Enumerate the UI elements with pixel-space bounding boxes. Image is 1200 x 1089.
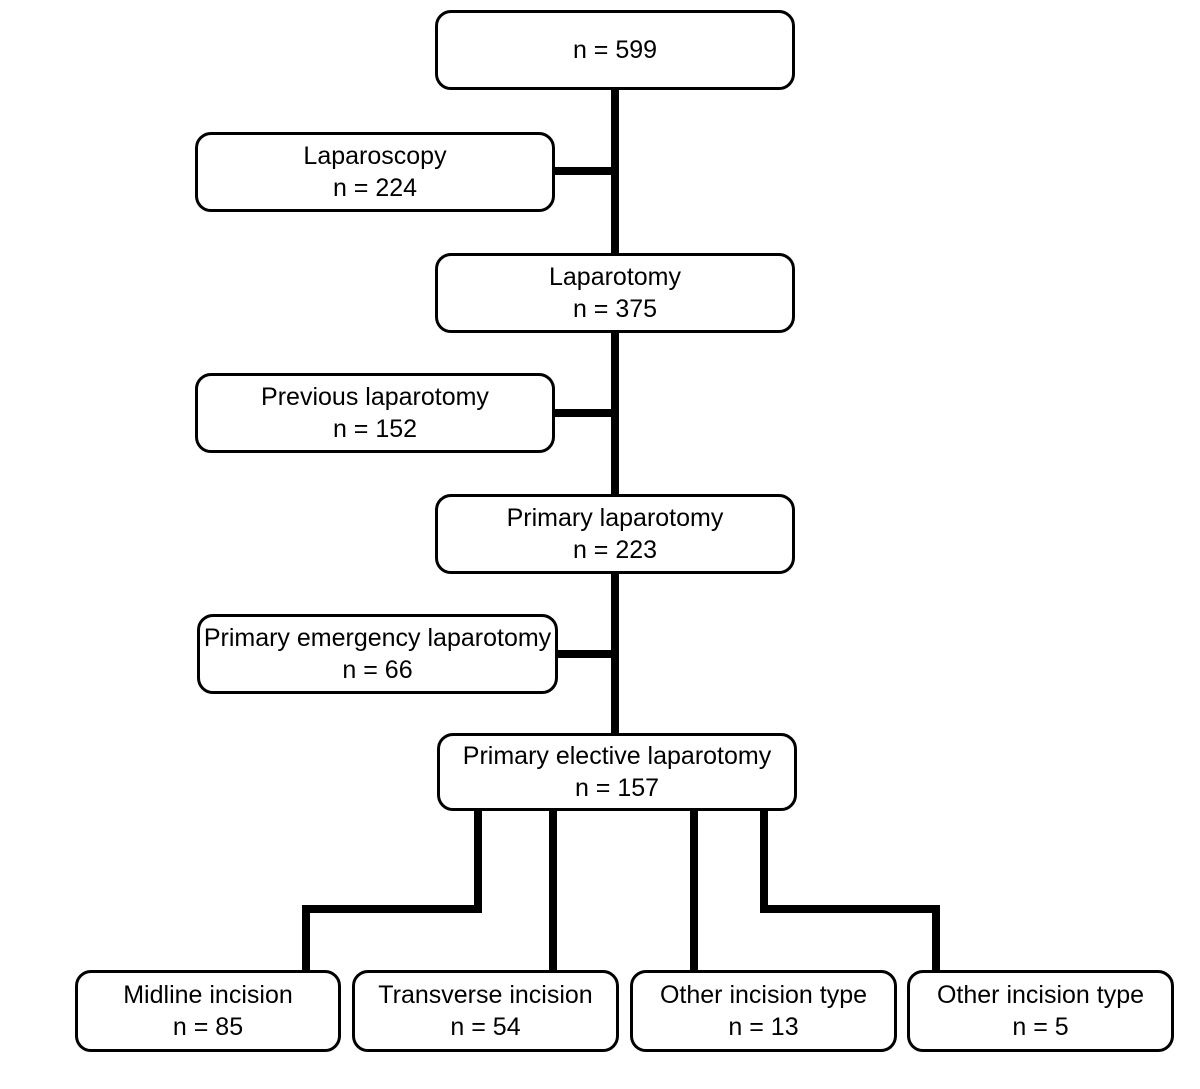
node-laparoscopy: Laparoscopy n = 224	[195, 132, 555, 212]
connector-midline-drop	[474, 808, 482, 913]
node-midline-incision-count: n = 85	[172, 1013, 244, 1041]
connector-midline-horizontal	[302, 905, 482, 913]
node-other-incision-type-2-label: Other incision type	[936, 981, 1145, 1009]
connector-laparoscopy	[551, 167, 619, 175]
connector-transverse	[549, 808, 557, 973]
node-transverse-incision-label: Transverse incision	[378, 981, 593, 1009]
node-primary-emergency-laparotomy: Primary emergency laparotomy n = 66	[197, 614, 558, 694]
node-primary-emergency-laparotomy-label: Primary emergency laparotomy	[203, 624, 552, 652]
node-other-incision-type-2-count: n = 5	[1012, 1013, 1069, 1041]
connector-other-2-drop	[760, 808, 768, 913]
connector-emergency-laparotomy	[554, 650, 619, 658]
node-primary-elective-laparotomy-count: n = 157	[574, 774, 660, 802]
node-total: n = 599	[435, 10, 795, 90]
node-laparotomy-label: Laparotomy	[548, 263, 682, 291]
node-primary-laparotomy-label: Primary laparotomy	[506, 504, 724, 532]
node-midline-incision: Midline incision n = 85	[75, 970, 341, 1052]
connector-midline-entry	[302, 905, 310, 973]
node-midline-incision-label: Midline incision	[123, 981, 293, 1009]
node-primary-laparotomy: Primary laparotomy n = 223	[435, 494, 795, 574]
node-laparoscopy-count: n = 224	[332, 174, 418, 202]
node-previous-laparotomy: Previous laparotomy n = 152	[195, 373, 555, 453]
node-other-incision-type-1: Other incision type n = 13	[630, 970, 897, 1052]
connector-other-2-horizontal	[760, 905, 940, 913]
node-transverse-incision-count: n = 54	[450, 1013, 521, 1041]
node-other-incision-type-1-count: n = 13	[728, 1013, 799, 1041]
connector-other-1	[690, 808, 698, 973]
node-primary-emergency-laparotomy-count: n = 66	[342, 656, 413, 684]
node-primary-elective-laparotomy-label: Primary elective laparotomy	[462, 742, 772, 770]
node-primary-laparotomy-count: n = 223	[572, 536, 658, 564]
node-other-incision-type-1-label: Other incision type	[659, 981, 868, 1009]
node-previous-laparotomy-label: Previous laparotomy	[261, 383, 489, 411]
node-laparoscopy-label: Laparoscopy	[303, 142, 447, 170]
node-transverse-incision: Transverse incision n = 54	[352, 970, 619, 1052]
node-primary-elective-laparotomy: Primary elective laparotomy n = 157	[437, 733, 797, 811]
node-laparotomy-count: n = 375	[572, 295, 658, 323]
node-previous-laparotomy-count: n = 152	[332, 415, 418, 443]
node-laparotomy: Laparotomy n = 375	[435, 253, 795, 333]
connector-previous-laparotomy	[551, 409, 619, 417]
node-other-incision-type-2: Other incision type n = 5	[907, 970, 1174, 1052]
connector-other-2-entry	[932, 905, 940, 973]
node-total-count: n = 599	[572, 36, 658, 64]
